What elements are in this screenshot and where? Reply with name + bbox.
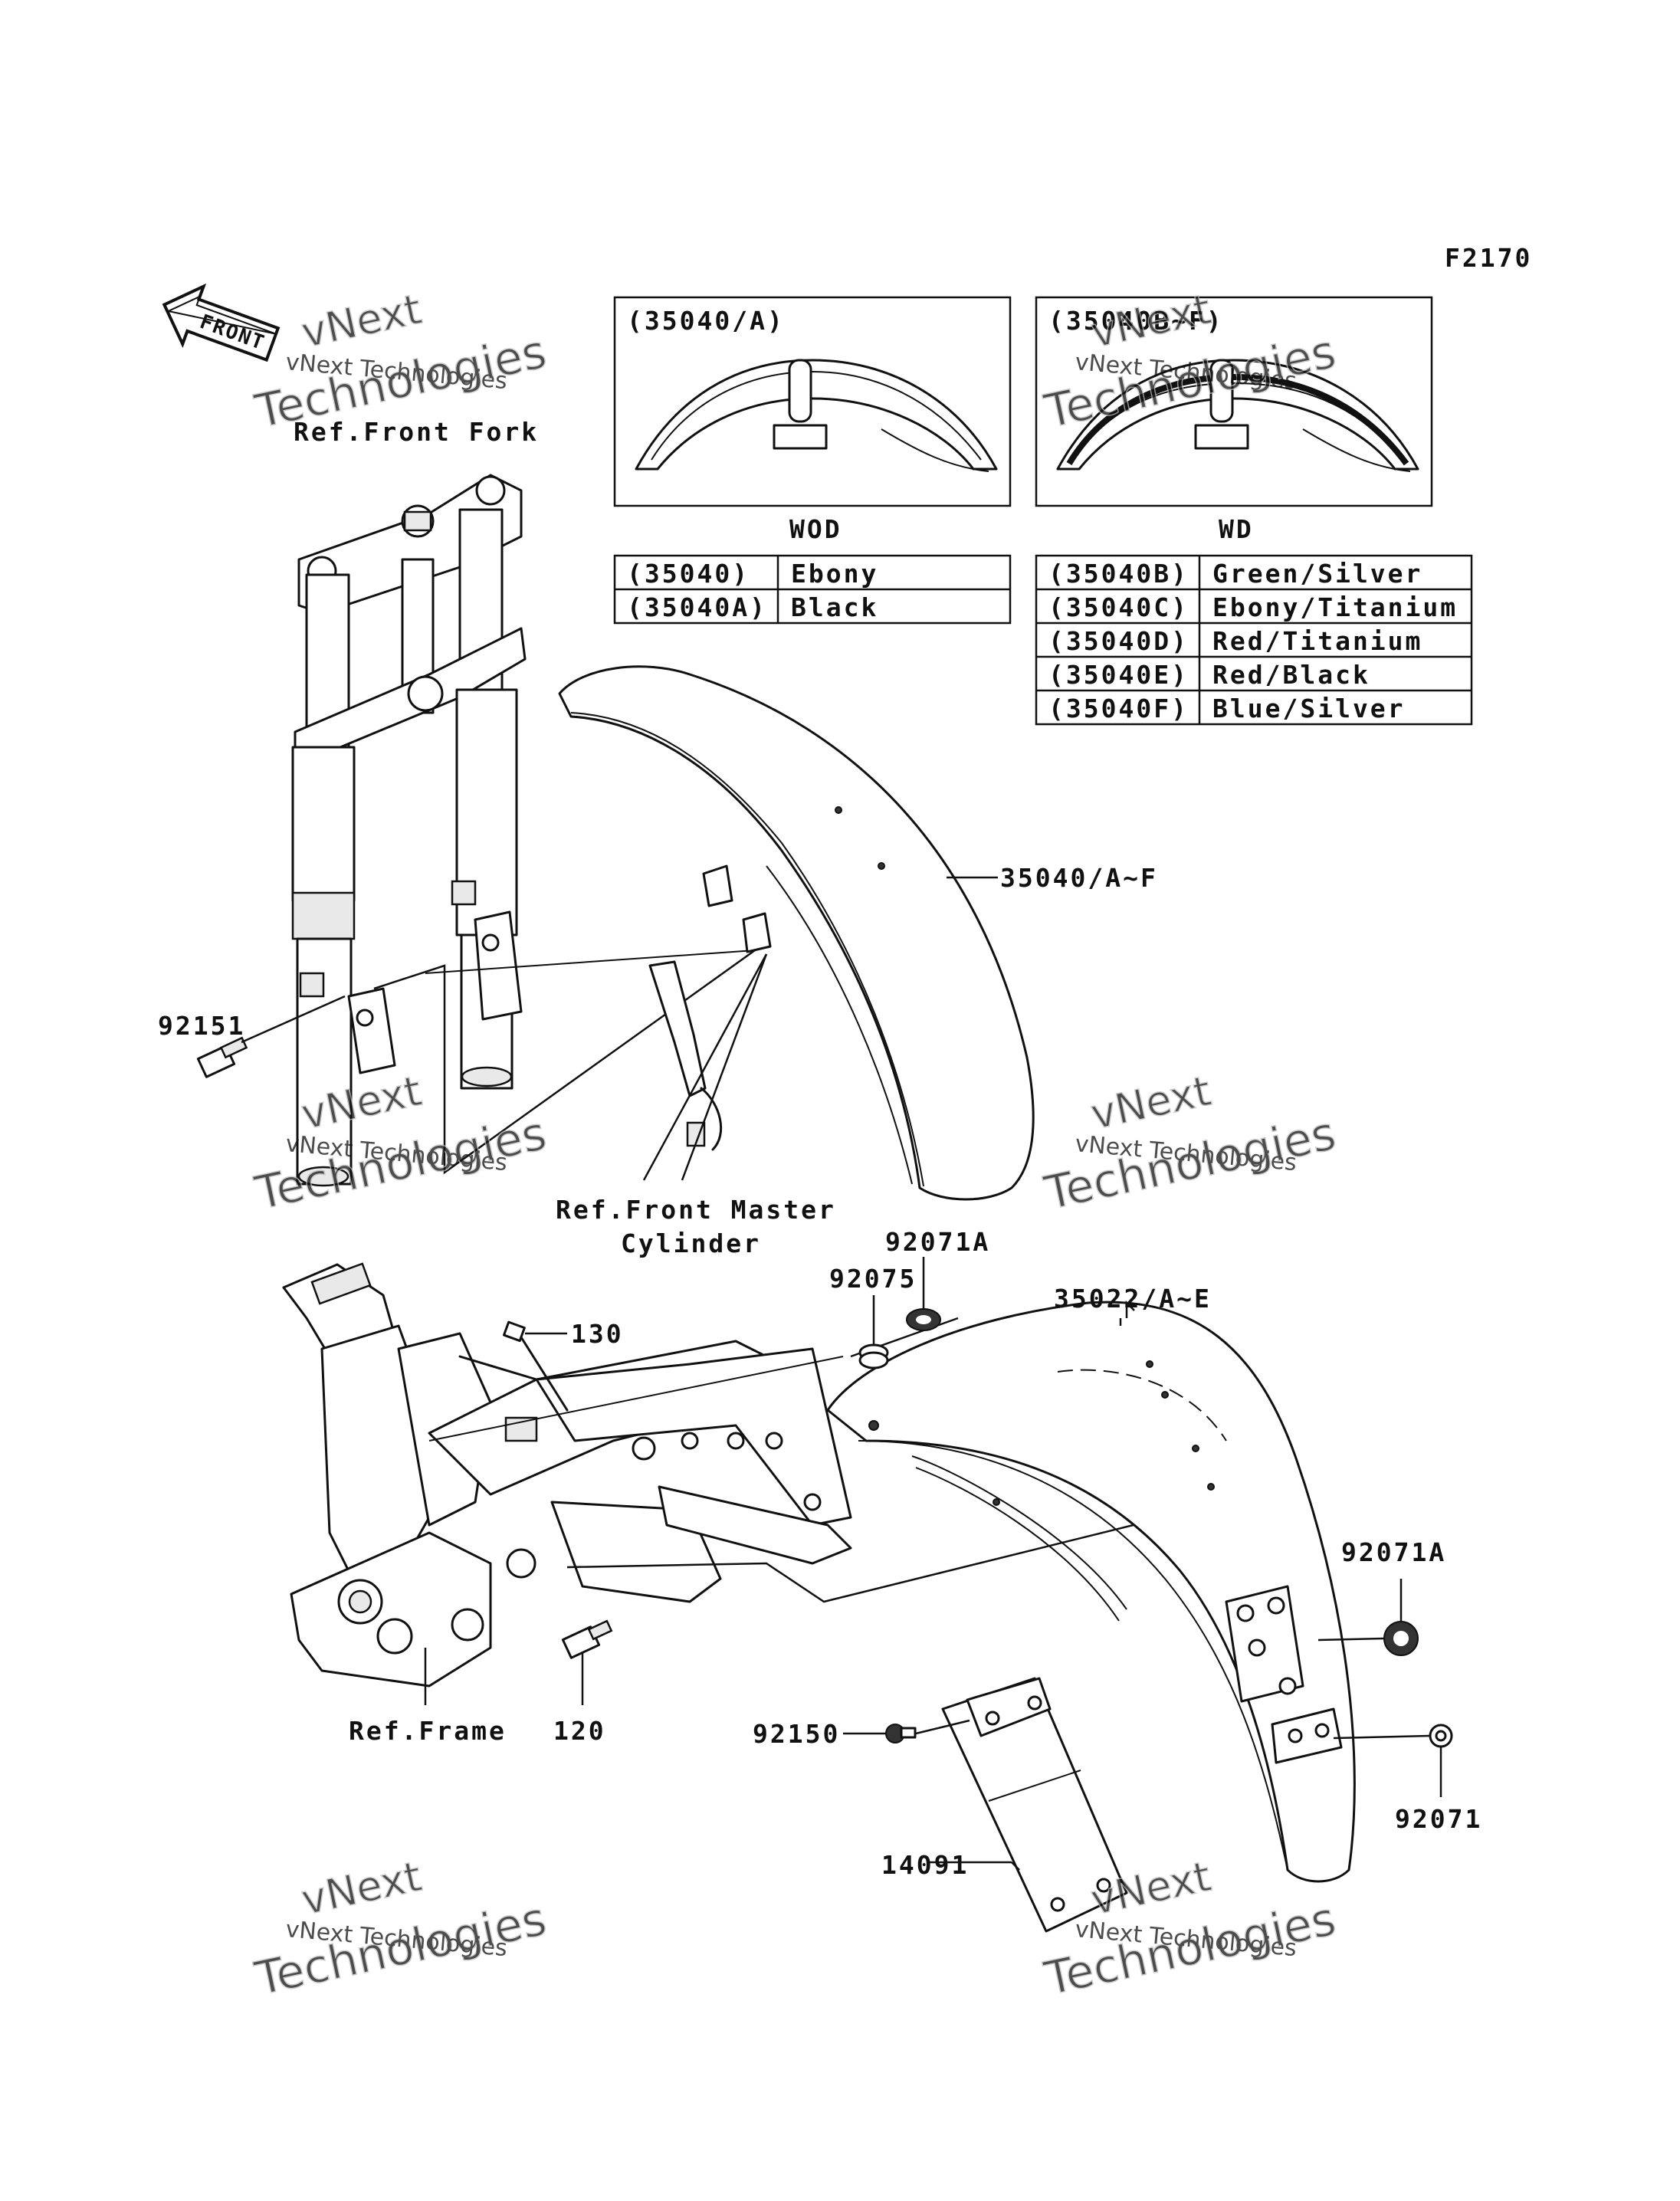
inset-wod: (35040/A) WOD xyxy=(613,296,1012,544)
table-wd: (35040B) Green/Silver (35040C) Ebony/Tit… xyxy=(1035,554,1473,726)
watermark-4: vNext Technologies vNext Technologies xyxy=(1039,1066,1341,1222)
inset-wod-caption: WOD xyxy=(789,514,842,544)
wd-row-4-code: (35040E) xyxy=(1048,660,1189,690)
inset-wd: (35040B~F) WD xyxy=(1035,296,1433,544)
wd-row-4-color: Red/Black xyxy=(1212,660,1370,690)
callout-ref-front-master-2: Cylinder xyxy=(621,1228,761,1258)
front-fork-assembly xyxy=(291,474,527,1187)
wd-row-2-color: Ebony/Titanium xyxy=(1212,592,1458,622)
wd-row-3-color: Red/Titanium xyxy=(1212,626,1422,656)
front-fender-35040 xyxy=(558,665,1035,1201)
wod-row-2-color: Black xyxy=(791,592,878,622)
callout-35022: 35022/A~E xyxy=(1054,1284,1212,1314)
callout-92071A-top: 92071A xyxy=(885,1227,990,1257)
wd-row-5-code: (35040F) xyxy=(1048,694,1189,723)
callout-92151: 92151 xyxy=(158,1011,245,1041)
screw-92150-icon xyxy=(885,1724,917,1743)
frame-assembly xyxy=(282,1262,852,1688)
callout-14091: 14091 xyxy=(881,1850,969,1880)
wd-row-1-code: (35040B) xyxy=(1048,559,1189,589)
svg-text:vNext: vNext xyxy=(297,1852,425,1924)
wd-row-5-color: Blue/Silver xyxy=(1212,694,1406,723)
callout-130: 130 xyxy=(571,1319,624,1349)
front-direction-arrow-icon: FRONT xyxy=(162,283,281,362)
fender-with-deco-icon xyxy=(1056,359,1419,472)
watermark-1: vNext Technologies vNext Technologies xyxy=(250,284,552,440)
washer-92071-icon xyxy=(1429,1724,1453,1748)
callout-92075: 92075 xyxy=(829,1264,917,1294)
hose-clamp-icon xyxy=(648,960,723,1151)
callout-ref-front-fork: Ref.Front Fork xyxy=(294,417,539,447)
cover-14091 xyxy=(941,1677,1128,1933)
svg-text:vNext: vNext xyxy=(1087,1067,1215,1139)
callout-ref-frame: Ref.Frame xyxy=(349,1716,507,1746)
callout-92071A-right: 92071A xyxy=(1341,1537,1446,1567)
svg-text:vNext: vNext xyxy=(1087,285,1215,357)
callout-35040: 35040/A~F xyxy=(1000,863,1158,893)
wod-row-2-code: (35040A) xyxy=(627,592,767,622)
table-wod: (35040) Ebony (35040A) Black xyxy=(613,554,1012,625)
callout-ref-front-master-1: Ref.Front Master xyxy=(556,1195,836,1225)
wd-row-1-color: Green/Silver xyxy=(1212,559,1422,589)
callout-120: 120 xyxy=(553,1716,606,1746)
bolt-120-icon xyxy=(561,1619,613,1659)
grommet-92075-icon xyxy=(858,1343,889,1369)
fender-no-deco-icon xyxy=(635,359,998,472)
svg-text:vNext: vNext xyxy=(297,285,425,357)
inset-wd-caption: WD xyxy=(1219,514,1254,544)
rear-fender-35022 xyxy=(826,1301,1356,1883)
wod-row-1-color: Ebony xyxy=(791,559,878,589)
wod-row-1-code: (35040) xyxy=(627,559,750,589)
wd-row-2-code: (35040C) xyxy=(1048,592,1189,622)
figure-code: F2170 xyxy=(1445,243,1532,273)
grommet-92071A-right-icon xyxy=(1383,1621,1419,1656)
watermark-5: vNext Technologies vNext Technologies xyxy=(250,1852,552,2007)
callout-92071: 92071 xyxy=(1395,1804,1482,1834)
inset-wd-title: (35040B~F) xyxy=(1048,306,1224,336)
inset-wod-title: (35040/A) xyxy=(627,306,785,336)
grommet-92071A-top-icon xyxy=(906,1308,941,1331)
watermark-2: vNext Technologies vNext Technologies xyxy=(1039,284,1341,440)
bolt-130-icon xyxy=(503,1320,569,1412)
callout-92150: 92150 xyxy=(753,1719,840,1749)
wd-row-3-code: (35040D) xyxy=(1048,626,1189,656)
bolt-92151-icon xyxy=(196,1036,248,1078)
